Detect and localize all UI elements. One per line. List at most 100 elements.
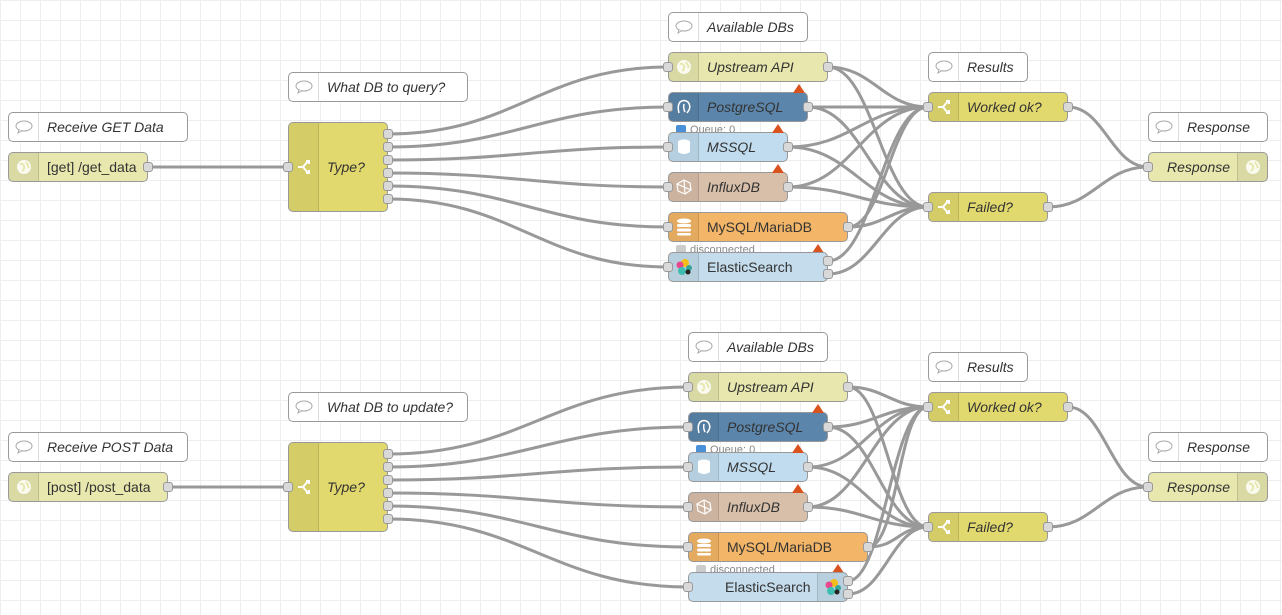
elasticsearch-node[interactable]: ElasticSearch <box>663 252 833 282</box>
input-port[interactable] <box>283 482 293 492</box>
influxdb-node[interactable]: InfluxDB <box>683 492 813 522</box>
upstream-api-node[interactable]: Upstream API <box>663 52 833 82</box>
input-port[interactable] <box>663 62 673 72</box>
wire[interactable] <box>387 105 669 149</box>
input-port[interactable] <box>1143 162 1153 172</box>
http-in-post-node[interactable]: [post] /post_data <box>8 472 173 502</box>
wire[interactable] <box>387 517 689 589</box>
input-port[interactable] <box>683 582 693 592</box>
output-port[interactable] <box>823 62 833 72</box>
output-port[interactable] <box>1043 202 1053 212</box>
output-port[interactable] <box>863 542 873 552</box>
influxdb-node[interactable]: InfluxDB <box>663 172 793 202</box>
http-response-node[interactable]: Response <box>1143 152 1268 182</box>
wire[interactable] <box>847 385 929 409</box>
comment-receive-get[interactable]: Receive GET Data <box>8 112 188 142</box>
mysql-node[interactable]: MySQL/MariaDB <box>683 532 873 562</box>
output-port[interactable] <box>383 129 393 139</box>
wire[interactable] <box>387 491 689 509</box>
wire[interactable] <box>807 465 929 529</box>
output-port[interactable] <box>163 482 173 492</box>
input-port[interactable] <box>683 502 693 512</box>
wire[interactable] <box>827 205 929 276</box>
http-response-node[interactable]: Response <box>1143 472 1268 502</box>
output-port[interactable] <box>383 501 393 511</box>
output-port[interactable] <box>783 142 793 152</box>
output-port[interactable] <box>143 162 153 172</box>
output-port[interactable] <box>383 488 393 498</box>
worked-ok-switch-node[interactable]: Worked ok? <box>923 92 1073 122</box>
output-port[interactable] <box>843 222 853 232</box>
output-port[interactable] <box>823 256 833 266</box>
output-port[interactable] <box>383 142 393 152</box>
wire[interactable] <box>387 465 689 482</box>
wire[interactable] <box>847 405 929 583</box>
output-port[interactable] <box>1063 102 1073 112</box>
mssql-node[interactable]: MSSQL <box>663 132 793 162</box>
worked-ok-switch-node[interactable]: Worked ok? <box>923 392 1073 422</box>
elasticsearch-node[interactable]: ElasticSearch <box>683 572 853 602</box>
comment-what-db-query[interactable]: What DB to query? <box>288 72 468 102</box>
wire[interactable] <box>787 185 929 209</box>
input-port[interactable] <box>683 462 693 472</box>
output-port[interactable] <box>783 182 793 192</box>
wire[interactable] <box>387 184 669 229</box>
output-port[interactable] <box>843 576 853 586</box>
input-port[interactable] <box>923 522 933 532</box>
input-port[interactable] <box>663 262 673 272</box>
comment-results[interactable]: Results <box>928 52 1028 82</box>
wire[interactable] <box>387 385 689 456</box>
wire[interactable] <box>847 385 929 529</box>
wire[interactable] <box>847 525 929 596</box>
comment-what-db-update[interactable]: What DB to update? <box>288 392 468 422</box>
switch-type-node[interactable]: Type? <box>283 442 393 532</box>
comment-receive-post[interactable]: Receive POST Data <box>8 432 188 462</box>
input-port[interactable] <box>283 162 293 172</box>
output-port[interactable] <box>383 194 393 204</box>
upstream-api-node[interactable]: Upstream API <box>683 372 853 402</box>
http-in-get-node[interactable]: [get] /get_data <box>8 152 153 182</box>
output-port[interactable] <box>803 462 813 472</box>
output-port[interactable] <box>383 462 393 472</box>
failed-switch-node[interactable]: Failed? <box>923 512 1053 542</box>
wire[interactable] <box>827 105 929 263</box>
input-port[interactable] <box>923 102 933 112</box>
wire[interactable] <box>1047 165 1149 209</box>
output-port[interactable] <box>383 155 393 165</box>
output-port[interactable] <box>1063 402 1073 412</box>
wire[interactable] <box>387 504 689 549</box>
comment-response[interactable]: Response <box>1148 112 1268 142</box>
wire[interactable] <box>807 105 929 209</box>
wire[interactable] <box>387 425 689 469</box>
wire[interactable] <box>787 105 929 189</box>
output-port[interactable] <box>383 514 393 524</box>
input-port[interactable] <box>663 142 673 152</box>
wire[interactable] <box>827 425 929 529</box>
wire[interactable] <box>387 145 669 162</box>
input-port[interactable] <box>683 382 693 392</box>
output-port[interactable] <box>823 269 833 279</box>
output-port[interactable] <box>823 422 833 432</box>
comment-results[interactable]: Results <box>928 352 1028 382</box>
mssql-node[interactable]: MSSQL <box>683 452 813 482</box>
input-port[interactable] <box>1143 482 1153 492</box>
output-port[interactable] <box>843 589 853 599</box>
wire[interactable] <box>1067 105 1149 169</box>
input-port[interactable] <box>923 202 933 212</box>
wire[interactable] <box>1067 405 1149 489</box>
wire[interactable] <box>827 65 929 209</box>
wire[interactable] <box>387 197 669 269</box>
failed-switch-node[interactable]: Failed? <box>923 192 1053 222</box>
comment-response[interactable]: Response <box>1148 432 1268 462</box>
output-port[interactable] <box>383 168 393 178</box>
output-port[interactable] <box>843 382 853 392</box>
wire[interactable] <box>807 505 929 529</box>
output-port[interactable] <box>383 181 393 191</box>
comment-available-dbs[interactable]: Available DBs <box>668 12 808 42</box>
wire[interactable] <box>1047 485 1149 529</box>
output-port[interactable] <box>1043 522 1053 532</box>
switch-type-node[interactable]: Type? <box>283 122 393 212</box>
postgresql-node[interactable]: PostgreSQL <box>663 92 813 122</box>
wire[interactable] <box>807 405 929 509</box>
input-port[interactable] <box>663 102 673 112</box>
